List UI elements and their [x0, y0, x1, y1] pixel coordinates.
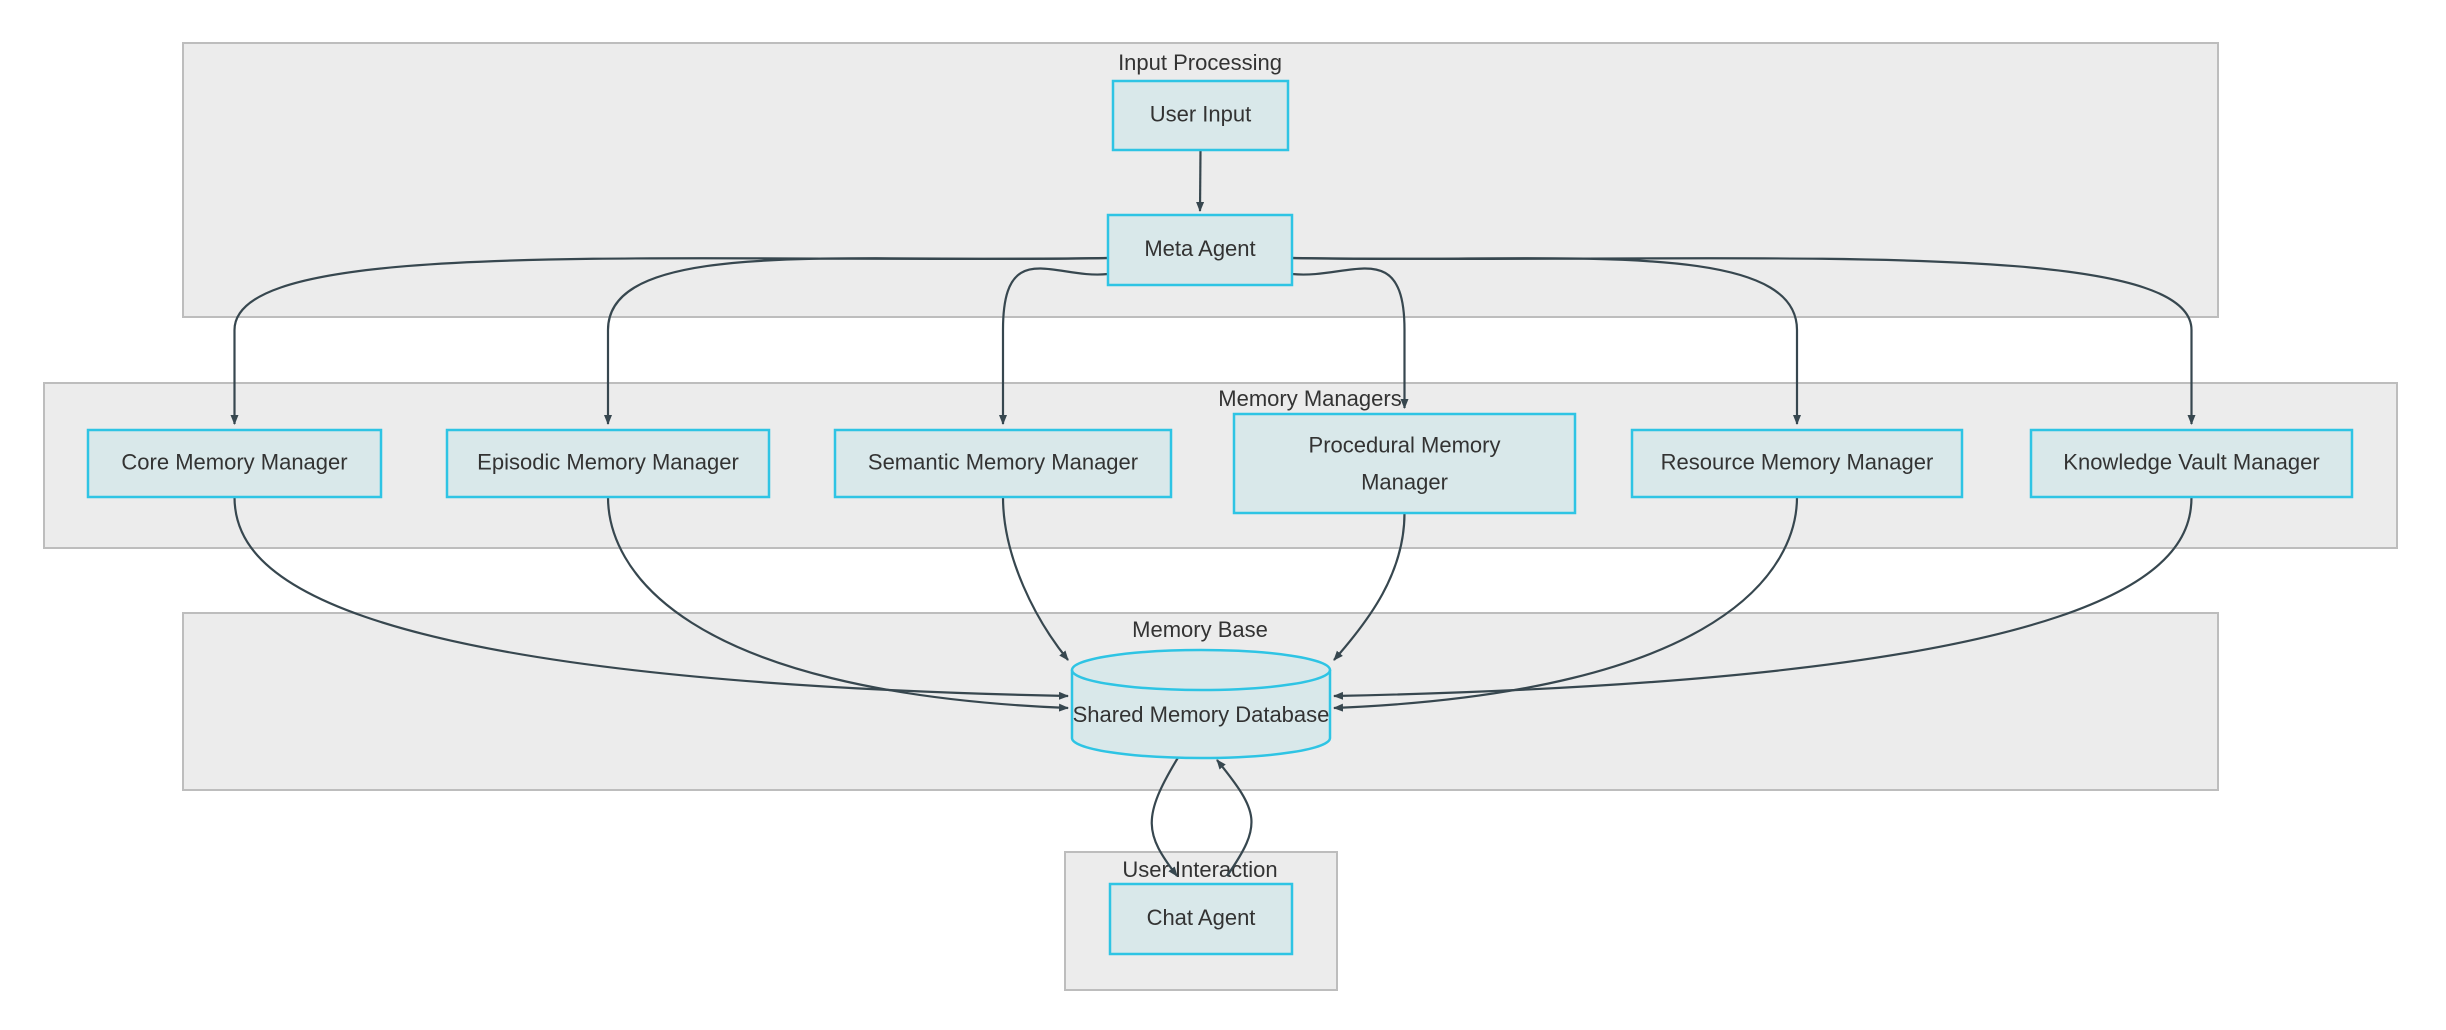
cylinder-top-ellipse: [1070, 669, 1332, 692]
edge-layer: [230, 149, 2196, 877]
edge-meta-agent-to-semantic-memory-manager: [999, 267, 1109, 425]
node-shared_memory_database[interactable]: Shared Memory Database: [1070, 648, 1332, 760]
node-label: Meta Agent: [1144, 236, 1255, 261]
node-resource_memory_manager[interactable]: Resource Memory Manager: [1630, 428, 1964, 499]
node-box[interactable]: [2029, 428, 2354, 499]
node-label: Episodic Memory Manager: [477, 449, 739, 474]
node-label: Resource Memory Manager: [1661, 449, 1934, 474]
edge-resource-memory-manager-to-shared-memory-database: [1333, 496, 1799, 712]
cluster-memory_managers: Memory Managers: [43, 382, 2398, 549]
edge-semantic-memory-manager-to-shared-memory-database: [1001, 496, 1069, 661]
edge-core-memory-manager-to-shared-memory-database: [233, 496, 1069, 700]
node-box[interactable]: [1232, 412, 1577, 515]
edge-user-input-to-meta-agent: [1196, 149, 1205, 212]
node-semantic_memory_manager[interactable]: Semantic Memory Manager: [833, 428, 1173, 499]
node-box[interactable]: [1106, 213, 1294, 287]
node-episodic_memory_manager[interactable]: Episodic Memory Manager: [445, 428, 771, 499]
cluster-label: User Interaction: [1122, 857, 1277, 882]
node-label: Semantic Memory Manager: [868, 449, 1138, 474]
node-chat_agent[interactable]: Chat Agent: [1108, 882, 1294, 956]
cylinder-body: [1070, 648, 1332, 760]
node-box[interactable]: [86, 428, 383, 499]
node-core_memory_manager[interactable]: Core Memory Manager: [86, 428, 383, 499]
node-knowledge_vault_manager[interactable]: Knowledge Vault Manager: [2029, 428, 2354, 499]
edge-episodic-memory-manager-to-shared-memory-database: [606, 496, 1069, 712]
node-label: Knowledge Vault Manager: [2063, 449, 2319, 474]
node-box[interactable]: [1111, 79, 1290, 152]
node-user_input[interactable]: User Input: [1111, 79, 1290, 152]
edge-meta-agent-to-procedural-memory-manager: [1291, 267, 1409, 409]
edge-procedural-memory-manager-to-shared-memory-database: [1333, 512, 1406, 661]
node-label: Chat Agent: [1147, 905, 1256, 930]
edge-knowledge-vault-manager-to-shared-memory-database: [1333, 496, 2193, 700]
node-label: User Input: [1150, 101, 1252, 126]
node-label: Manager: [1361, 469, 1448, 494]
edge-meta-agent-to-episodic-memory-manager: [604, 256, 1109, 425]
cluster-label: Input Processing: [1118, 50, 1282, 75]
node-meta_agent[interactable]: Meta Agent: [1106, 213, 1294, 287]
node-box[interactable]: [445, 428, 771, 499]
node-label: Core Memory Manager: [121, 449, 347, 474]
node-label: Procedural Memory: [1309, 432, 1501, 457]
node-label: Shared Memory Database: [1073, 702, 1330, 727]
node-box[interactable]: [1630, 428, 1964, 499]
cluster-label: Memory Base: [1132, 617, 1268, 642]
cluster-label: Memory Managers: [1218, 386, 1401, 411]
edge-meta-agent-to-knowledge-vault-manager: [1291, 256, 2196, 425]
edge-chat-agent-to-shared-memory-database: [1216, 759, 1253, 877]
node-box[interactable]: [833, 428, 1173, 499]
edge-shared-memory-database-to-chat-agent: [1150, 755, 1180, 877]
node-box[interactable]: [1108, 882, 1294, 956]
cluster-box: [43, 382, 2398, 549]
